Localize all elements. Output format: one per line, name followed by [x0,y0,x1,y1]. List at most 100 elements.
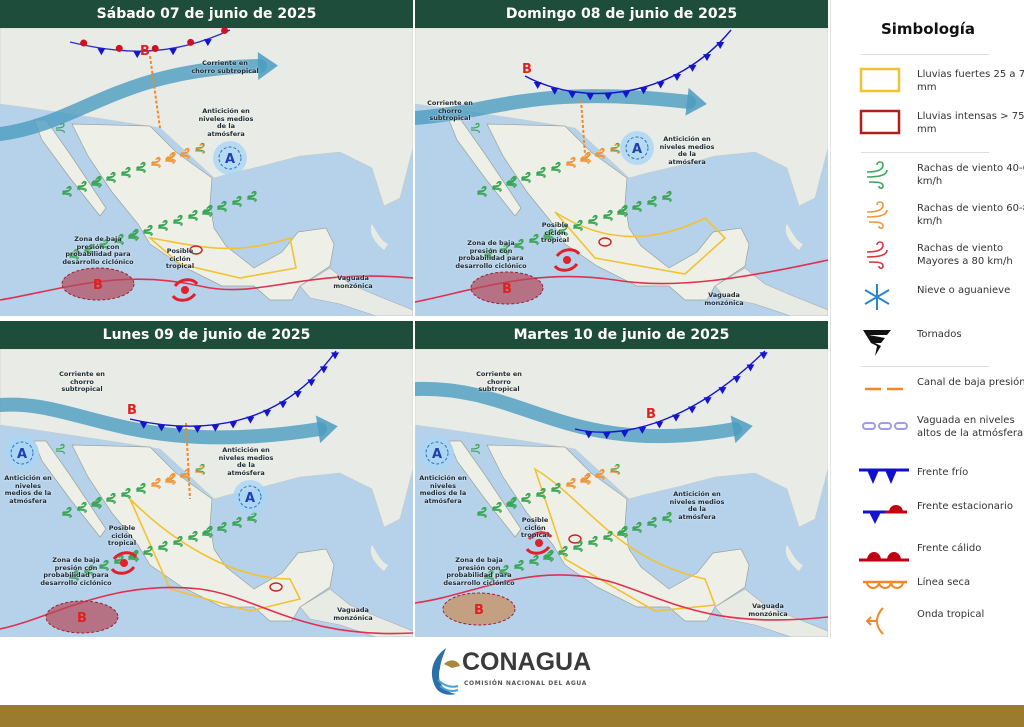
wind-gust-icon [151,477,161,489]
legend-item: Rachas de viento 40-60 km/h [859,160,1024,196]
wind-gust-icon [543,229,553,241]
wind-gust-icon [551,482,561,494]
wind-gust-symbols [55,122,257,261]
wind-gust-icon [114,233,124,245]
wind-gust-icon [247,190,257,202]
cold-front-marker [139,421,148,429]
wind-gust-icon [142,546,152,558]
wind-gust-icon [76,181,86,193]
wind-gust-icon [866,241,888,270]
jet-stream-arrowhead [730,415,753,444]
cold-front-marker [278,401,287,409]
wind-gust-icon [566,477,576,489]
cold-front-marker [246,416,255,424]
wind-gust-icon [179,148,189,160]
legend-item: Lluvias intensas > 75 mm [859,108,1024,144]
wind-gust-icon [492,501,502,513]
cold-front-marker [133,51,142,59]
wind-gust-icon [866,201,888,230]
trough-label: Vaguada monzónica [704,291,744,307]
wind-gust-icon [631,201,641,213]
cold-front-marker [703,397,712,405]
wind-gust-icon [231,517,241,529]
legend-item: Rachas de viento Mayores a 80 km/h [859,240,1024,276]
wind-gust-icon [217,521,227,533]
legend-item-label: Rachas de viento 40-60 km/h [917,163,1024,187]
warm-front-marker [221,28,229,34]
anticyclone-ring [625,136,649,160]
monsoon-trough [0,275,413,301]
wind-gust-icon [91,176,101,188]
tropical-cyclone-icon [110,551,138,575]
divider [861,152,989,153]
wind-gust-icon [99,238,109,250]
wind-gust-icon [83,565,93,577]
legend-item-label: Frente estacionario [917,501,1013,512]
wind-gust-icon [492,180,502,192]
intense-rain-area [189,245,203,255]
cold-front-marker [673,74,682,82]
upper-trough-icon [862,422,908,430]
wind-gust-icon [477,185,487,197]
cold-front-marker [584,431,593,439]
high-pressure-marker: A [17,447,27,462]
wind-gust-icon [157,220,167,232]
low-zone-label: Zona de baja presión con probabilidad pa… [455,239,527,270]
anticyclone-label-west: Anticición en niveles medios de la atmós… [419,474,467,505]
wind-gust-icon [565,157,575,169]
stationary-front-icon [863,505,907,524]
cyclone-label: Posible ciclón tropical [107,524,137,547]
wind-gust-icon [164,474,174,486]
wind-gust-icon [83,244,93,256]
wind-gust-icon [98,560,108,572]
panel-title: Lunes 09 de junio de 2025 [0,321,413,349]
snowflake-icon [864,284,890,310]
cold-front-icon [859,468,909,484]
brand-subtitle: COMISIÓN NACIONAL DEL AGUA [464,680,587,687]
wind-gust-icon [136,161,146,173]
wind-gust-icon [173,214,183,226]
cold-front-marker [716,41,725,49]
wind-gust-icon [595,468,605,480]
jet-label: Corriente en chorro subtropical [427,99,473,122]
wind-gust-icon [121,487,131,499]
wind-gust-icon [557,546,567,558]
cold-front-marker [759,352,768,360]
wind-gust-icon [610,463,620,475]
dry-line-icon [863,580,907,589]
legend-item: Línea seca [859,574,1024,610]
wind-gust-symbols [470,443,672,582]
monsoon-trough [415,574,828,621]
wind-gust-icon [514,238,524,250]
panel-title: Martes 10 de junio de 2025 [415,321,828,349]
wind-gust-icon [551,161,561,173]
wind-gust-icon [120,167,130,179]
cold-front-marker [203,39,212,47]
heavy-rain-box [859,67,901,93]
warm-front-marker [115,44,123,52]
wind-gust-icon [646,196,656,208]
wind-gust-icon [491,181,501,193]
wind-gust-icon [77,180,87,192]
wind-gust-icon [514,559,524,571]
wind-gust-icon [558,545,568,557]
wind-gust-icon [866,161,888,190]
legend-item-label: Nieve o aguanieve [917,285,1011,296]
wind-gust-icon [609,143,619,155]
wind-gust-icon [105,172,115,184]
land-baja-california [448,440,522,538]
wind-gust-icon [121,166,131,178]
wind-gust-icon [68,570,78,582]
legend-item-label: Tornados [917,329,962,340]
low-pressure-marker: B [127,403,137,418]
wind-gust-icon [603,530,613,542]
weather-map: BAB [415,349,828,637]
stationary-front [69,29,231,52]
anticyclone-label: Anticición en niveles medios de la atmós… [659,135,715,166]
wind-gust-icon [506,176,516,188]
land-baja-california [33,440,107,538]
jet-stream-arrowhead [685,87,707,116]
high-pressure-marker: A [432,447,442,462]
land-central-america [299,267,413,316]
dry-line [580,99,586,155]
